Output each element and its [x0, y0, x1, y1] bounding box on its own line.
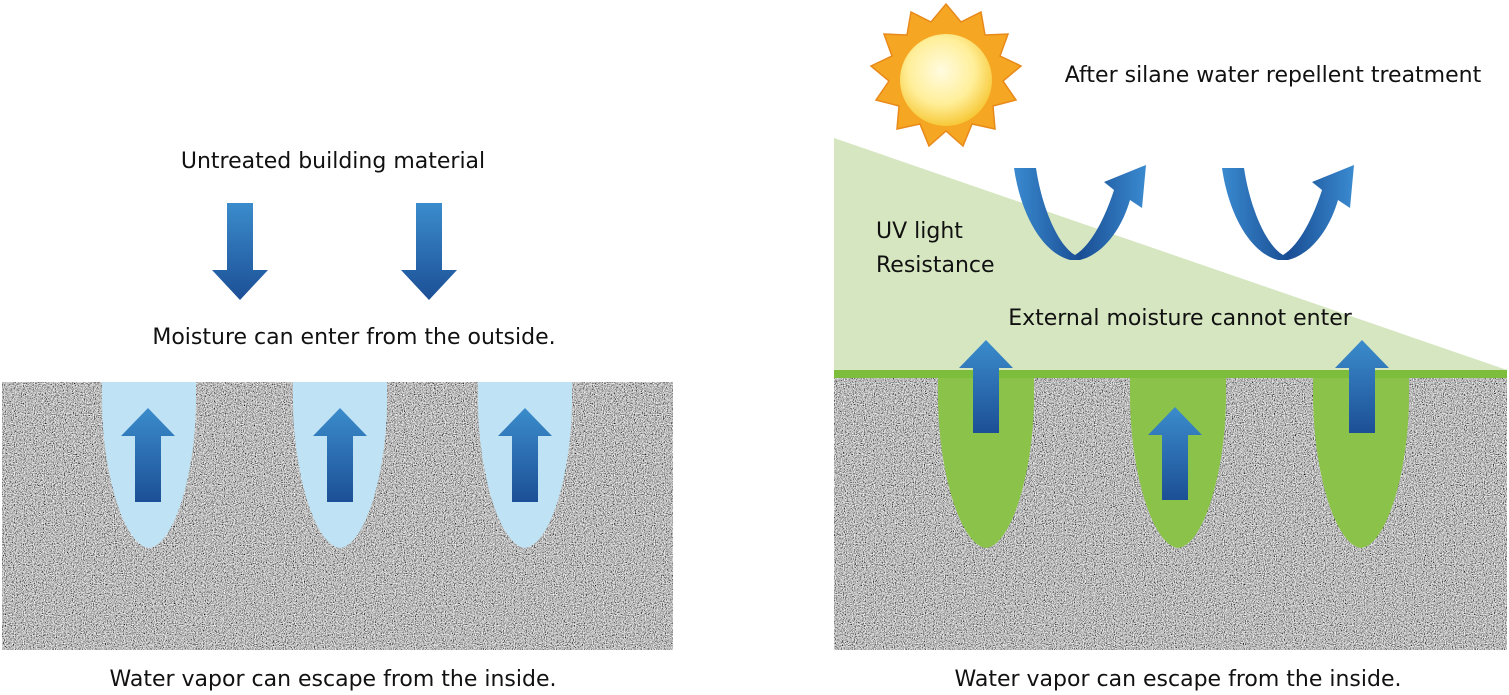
sun-core: [900, 34, 992, 126]
right-pore-3: [1313, 378, 1409, 548]
uv-label-line2: Resistance: [876, 253, 995, 278]
left-top-caption: Moisture can enter from the outside.: [152, 325, 556, 350]
bounce-arrow-icon: [1014, 165, 1146, 260]
coating-surface-line: [834, 370, 1507, 378]
moisture-label: External moisture cannot enter: [1008, 306, 1352, 331]
uv-coating-layer: [834, 138, 1507, 370]
right-pore-1: [938, 378, 1034, 548]
right-title: After silane water repellent treatment: [1064, 63, 1482, 88]
right-panel: [834, 138, 1507, 650]
arrow-up-icon: [313, 408, 367, 502]
left-title: Untreated building material: [180, 149, 486, 174]
arrow-up-icon: [498, 408, 552, 502]
sun-icon: [869, 2, 1023, 148]
arrow-up-icon: [959, 340, 1013, 433]
arrow-up-icon: [1335, 340, 1389, 433]
arrow-down-icon: [212, 203, 268, 300]
left-panel: [2, 203, 673, 650]
right-bottom-caption: Water vapor can escape from the inside.: [954, 667, 1402, 692]
arrow-up-icon: [1148, 407, 1202, 500]
uv-label-line1: UV light: [876, 219, 963, 244]
arrow-up-icon: [121, 408, 175, 502]
arrow-down-icon: [401, 203, 457, 300]
bounce-arrow-icon: [1222, 165, 1354, 260]
left-bottom-caption: Water vapor can escape from the inside.: [109, 667, 557, 692]
